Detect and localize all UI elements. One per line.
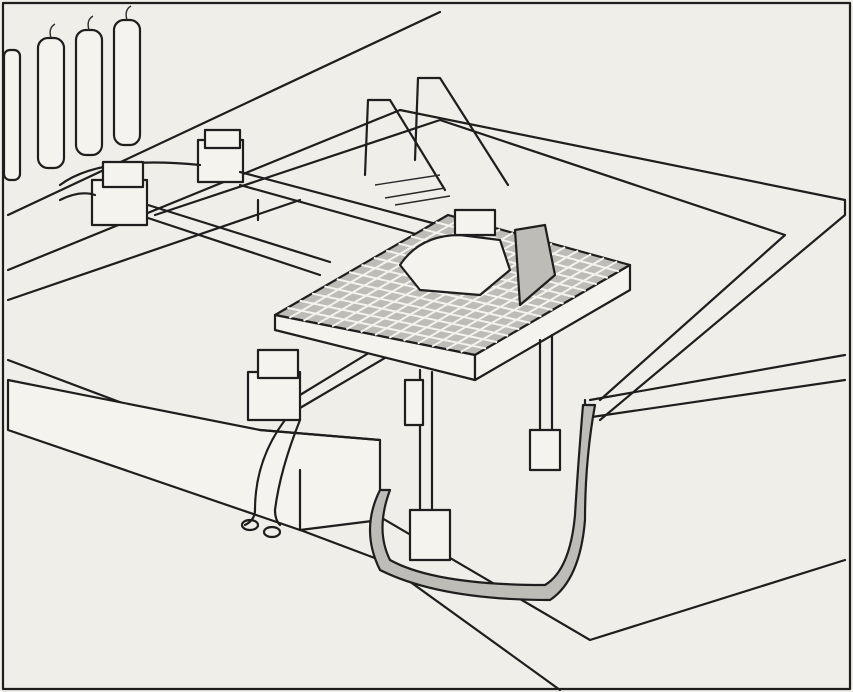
back-wall-line	[6, 10, 442, 217]
pump-box-front	[240, 348, 302, 539]
cable-trench	[368, 403, 597, 602]
test-subject	[398, 208, 557, 307]
pipes	[146, 170, 442, 410]
step-block	[6, 378, 382, 532]
grid-line	[431, 253, 592, 348]
platform-supports	[403, 333, 562, 562]
pump-box-left	[58, 160, 149, 227]
grid-line	[445, 256, 605, 351]
grid-line	[460, 260, 618, 354]
pool-ladder	[363, 76, 510, 206]
gas-cylinders	[2, 5, 142, 182]
